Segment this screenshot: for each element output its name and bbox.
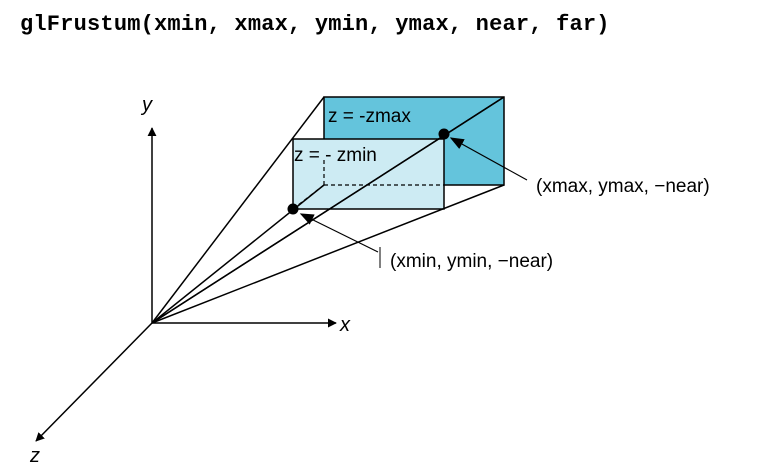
- z-axis: [35, 322, 153, 442]
- frustum-edge-top-left: [151, 96, 325, 324]
- far-plane-label: z = -zmax: [328, 106, 411, 127]
- min-corner-leader: [299, 213, 379, 253]
- near-plane-face: [292, 138, 445, 210]
- min-corner-point: [287, 203, 299, 215]
- frustum-edge-bottom-right: [151, 184, 505, 324]
- max-corner-leader: [449, 137, 528, 181]
- x-axis-label: x: [339, 314, 351, 336]
- z-axis-label: z: [29, 445, 40, 467]
- leader-arrows: [299, 137, 528, 268]
- axes: [35, 127, 337, 442]
- frustum-edge-inner: [151, 184, 325, 324]
- max-corner-label: (xmax, ymax, −near): [536, 176, 710, 197]
- y-axis-label: y: [140, 94, 153, 116]
- near-plane-label: z = - zmin: [294, 145, 377, 166]
- max-corner-point: [438, 128, 450, 140]
- hidden-edges: [292, 160, 444, 210]
- function-signature: glFrustum(xmin, xmax, ymin, ymax, near, …: [20, 12, 610, 37]
- near-plane: [292, 138, 445, 210]
- min-corner-label: (xmin, ymin, −near): [390, 251, 553, 272]
